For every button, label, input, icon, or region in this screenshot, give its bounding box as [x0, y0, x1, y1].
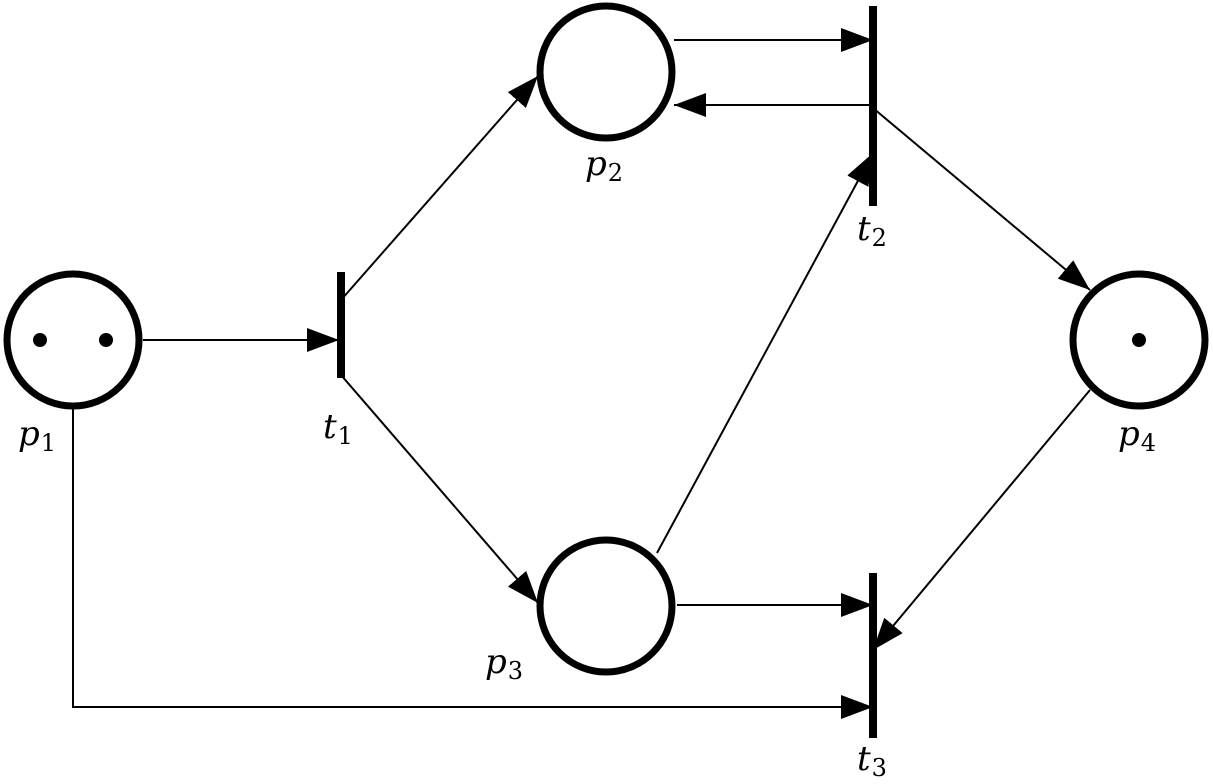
arc-t1-p3 [340, 374, 539, 604]
label-t2-name: t [857, 209, 871, 249]
label-t2: t2 [857, 209, 887, 252]
label-t2-index: 2 [872, 224, 887, 252]
token-p1-b [99, 333, 113, 347]
place-p3-circle [536, 536, 676, 676]
label-p2: p2 [585, 144, 623, 187]
labels: p1 p2 p3 p4 t1 t2 t3 [18, 144, 1156, 782]
label-t1: t1 [323, 407, 353, 450]
places [3, 2, 1209, 676]
arc-p3-t2 [656, 152, 874, 554]
place-p2-circle [536, 2, 676, 142]
label-t1-index: 1 [338, 422, 353, 450]
token-p1-a [33, 333, 47, 347]
label-p4-name: p [1118, 414, 1140, 454]
label-t3-index: 3 [872, 754, 887, 782]
label-p4-index: 4 [1141, 429, 1156, 457]
token-p4 [1132, 333, 1146, 347]
arc-t1-p2 [340, 75, 539, 301]
label-p4: p4 [1118, 414, 1156, 457]
label-p2-name: p [585, 144, 607, 184]
arc-t2-p4 [872, 107, 1091, 291]
label-t1-name: t [323, 407, 337, 447]
arc-p4-t3 [872, 389, 1091, 651]
label-p3-name: p [485, 642, 507, 682]
label-p1-name: p [18, 414, 40, 454]
label-t3-name: t [857, 739, 871, 779]
label-p2-index: 2 [608, 159, 623, 187]
place-p1-circle [3, 270, 143, 410]
label-p3-index: 3 [508, 657, 523, 685]
tokens [33, 333, 1146, 347]
label-t3: t3 [857, 739, 887, 782]
arcs [72, 28, 1091, 719]
arc-p1-t3 [72, 408, 873, 719]
label-p1-index: 1 [41, 429, 56, 457]
label-p3: p3 [485, 642, 523, 685]
label-p1: p1 [18, 414, 56, 457]
transitions [337, 6, 877, 738]
